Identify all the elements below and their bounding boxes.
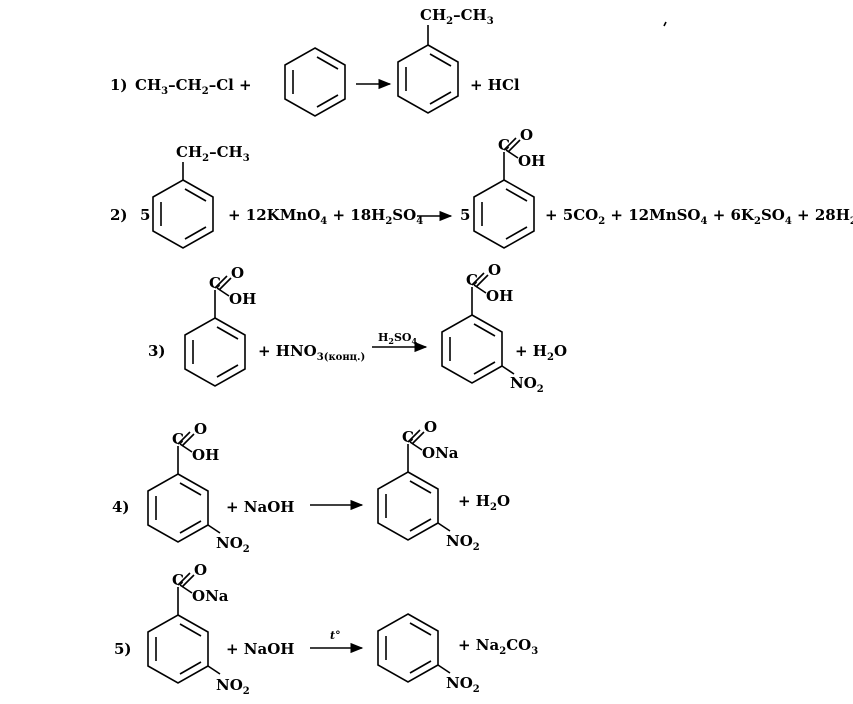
reaction-5-byproduct: + Na2CO3 <box>458 636 538 657</box>
hydroxyl-group: OH <box>192 446 219 464</box>
reaction-3: 3) C O OH + HNO3(конц.) H2SO4 <box>148 261 567 395</box>
reaction-4: 4) C O OH NO2 + NaOH C <box>112 418 510 555</box>
reaction-3-number: 3) <box>148 342 166 360</box>
nitro-group: NO2 <box>216 534 250 555</box>
stray-mark <box>663 21 667 27</box>
oxygen-atom: O <box>194 561 207 579</box>
nitro-group: NO2 <box>446 674 480 695</box>
oxygen-atom: O <box>194 420 207 438</box>
reaction-2-products: + 5CO2 + 12MnSO4 + 6K2SO4 + 28H2O <box>545 206 853 227</box>
ethylbenzene-ring <box>397 25 459 114</box>
nitro-group: NO2 <box>216 676 250 697</box>
sodium-nitrobenzoate-ring-4 <box>377 429 451 541</box>
nitrobenzoic-acid-ring-4 <box>147 431 221 543</box>
ethyl-group-2: CH2–CH3 <box>176 143 250 164</box>
reaction-1: 1) CH3–CH2–Cl + CH2–CH3 + HCl <box>110 6 520 117</box>
reaction-1-byproduct: + HCl <box>470 76 520 94</box>
reaction-5-condition: t° <box>330 629 341 642</box>
sodium-nitrobenzoate-ring-5 <box>147 572 221 684</box>
hydroxyl-group: OH <box>229 290 256 308</box>
reaction-5-number: 5) <box>114 640 132 658</box>
oxygen-atom: O <box>488 261 501 279</box>
carbon-atom: C <box>402 428 414 446</box>
reaction-2-coef-right: 5 <box>460 206 470 224</box>
sodium-oxide-group: ONa <box>422 444 459 462</box>
sodium-oxide-group: ONa <box>192 587 229 605</box>
benzene-ring-reactant <box>284 47 346 117</box>
oxygen-atom: O <box>231 264 244 282</box>
reaction-1-reactant: CH3–CH2–Cl + <box>135 76 252 97</box>
nitro-group: NO2 <box>510 374 544 395</box>
nitrobenzoic-acid-ring-3 <box>441 272 515 384</box>
ethyl-group: CH2–CH3 <box>420 6 494 27</box>
reaction-3-byproduct: + H2O <box>515 342 567 363</box>
carbon-atom: C <box>172 571 184 589</box>
reaction-1-number: 1) <box>110 76 128 94</box>
reaction-2-coef-left: 5 <box>140 206 150 224</box>
carbon-atom: C <box>466 271 478 289</box>
carbon-atom: C <box>172 430 184 448</box>
oxygen-atom: O <box>520 126 533 144</box>
hydroxyl-group: OH <box>486 287 513 305</box>
reaction-4-byproduct: + H2O <box>458 492 510 513</box>
reaction-3-condition: H2SO4 <box>378 331 418 346</box>
reaction-4-number: 4) <box>112 498 130 516</box>
benzoic-acid-ring-3 <box>184 275 246 387</box>
nitro-group: NO2 <box>446 532 480 553</box>
reaction-4-reagent: + NaOH <box>226 498 294 516</box>
hydroxyl-group: OH <box>518 152 545 170</box>
reaction-5-reagent: + NaOH <box>226 640 294 658</box>
benzoic-acid-ring-2 <box>473 137 535 249</box>
ethylbenzene-ring-2 <box>152 162 214 249</box>
oxygen-atom: O <box>424 418 437 436</box>
carbon-atom: C <box>498 136 510 154</box>
reaction-2: 2) 5 CH2–CH3 + 12KMnO4 + 18H2SO4 5 C O O… <box>110 126 853 249</box>
reaction-2-reagents: + 12KMnO4 + 18H2SO4 <box>228 206 423 227</box>
reaction-2-number: 2) <box>110 206 128 224</box>
carbon-atom: C <box>209 274 221 292</box>
reaction-5: 5) C O ONa NO2 + NaOH t° NO2 + Na2CO3 <box>114 561 538 697</box>
reaction-3-reagent: + HNO3(конц.) <box>258 342 365 363</box>
nitrobenzene-ring-5 <box>377 613 451 683</box>
